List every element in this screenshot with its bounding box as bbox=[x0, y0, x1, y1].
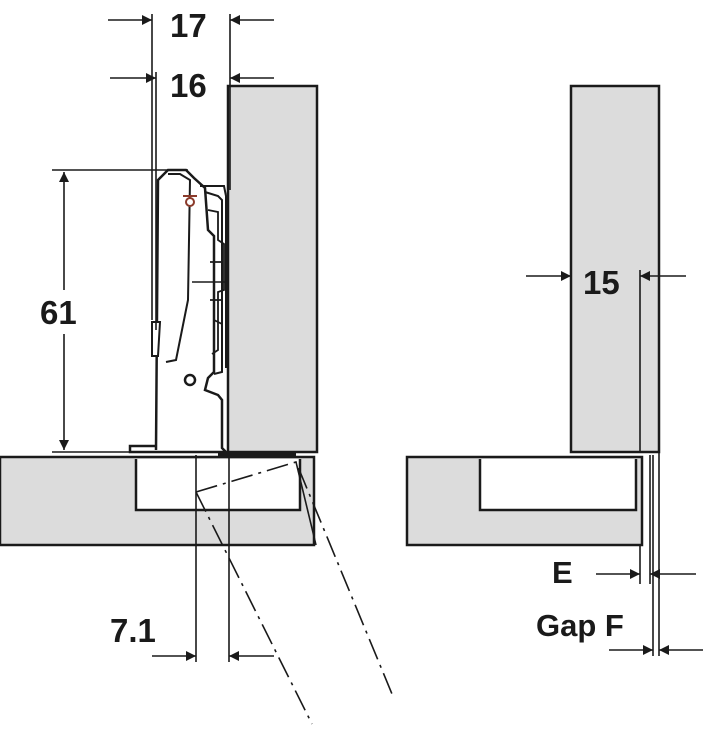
hinge-body bbox=[128, 168, 230, 454]
left-cabinet-side-panel bbox=[226, 84, 319, 454]
door-swing-edge bbox=[295, 461, 317, 546]
gap-f-label: Gap F bbox=[536, 608, 624, 643]
hinge-adjust-screw bbox=[185, 197, 195, 207]
dim-e-label: E bbox=[552, 555, 573, 590]
right-hinge-cup-recess bbox=[478, 459, 638, 512]
dim-15-label: 15 bbox=[583, 264, 620, 301]
dim-16-label: 16 bbox=[170, 67, 207, 104]
dim-61-label: 61 bbox=[40, 294, 77, 331]
door-swing-path-inner bbox=[195, 491, 313, 725]
dim-7-1-label: 7.1 bbox=[110, 612, 156, 649]
left-hinge-cup-recess bbox=[134, 459, 302, 512]
dim-17-label: 17 bbox=[170, 7, 207, 44]
right-cabinet-side-panel bbox=[569, 84, 661, 454]
